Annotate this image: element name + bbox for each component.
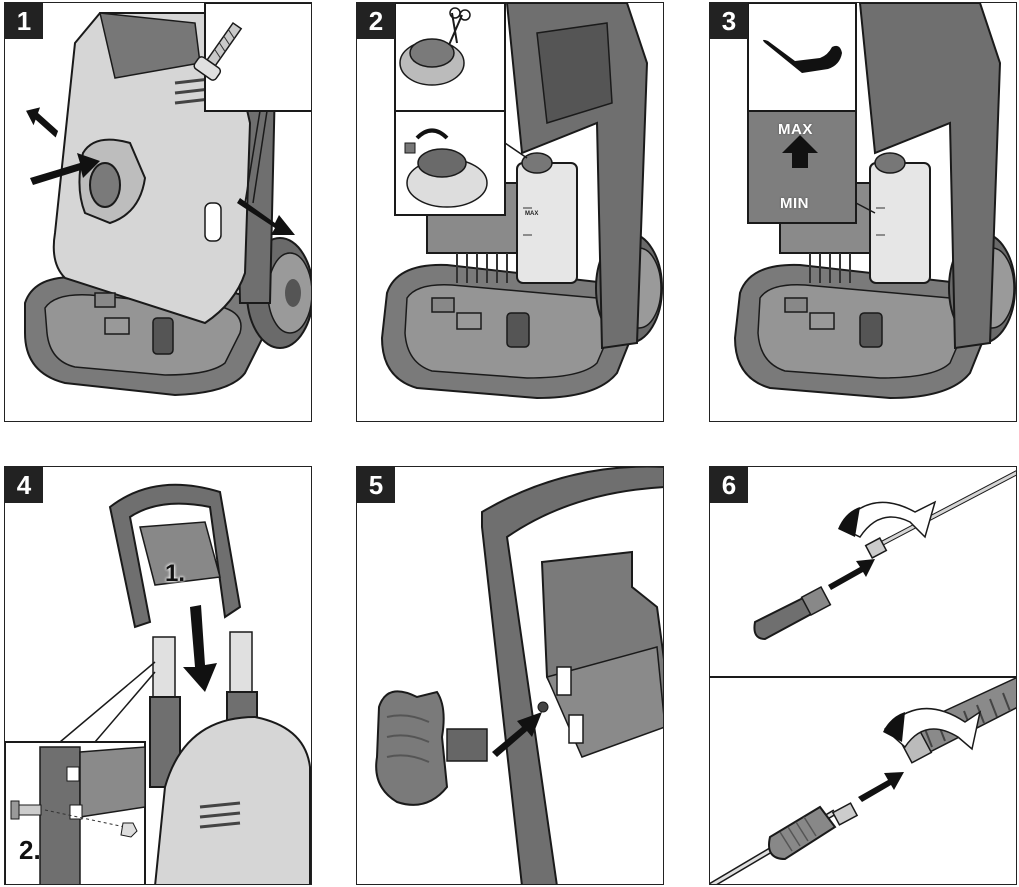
panel-5: 5 (356, 466, 664, 885)
panel-3-illustration (710, 3, 1017, 422)
step-number-1: 1 (5, 3, 43, 39)
panel-6: 6 (709, 466, 1017, 885)
panel-5-illustration (357, 467, 664, 885)
step-one-label: 1. (165, 560, 185, 588)
min-label: MIN (780, 195, 809, 212)
tank-max-mark: MAX (525, 211, 538, 217)
panel-4: 4 1. 2. (4, 466, 312, 885)
panel-6-illustration (710, 467, 1017, 885)
step-number-4: 4 (5, 467, 43, 503)
step-two-label: 2. (19, 835, 41, 866)
panel-4-illustration (5, 467, 312, 885)
step-number-2: 2 (357, 3, 395, 39)
step-number-3: 3 (710, 3, 748, 39)
step-number-5: 5 (357, 467, 395, 503)
panel-2-illustration: MAX (357, 3, 664, 422)
max-label: MAX (778, 121, 813, 138)
panel-2: 2 MAX (356, 2, 664, 422)
panel-1-illustration (5, 3, 312, 422)
panel-3: 3 MAX MIN (709, 2, 1017, 422)
step-number-6: 6 (710, 467, 748, 503)
panel-1: 1 (4, 2, 312, 422)
